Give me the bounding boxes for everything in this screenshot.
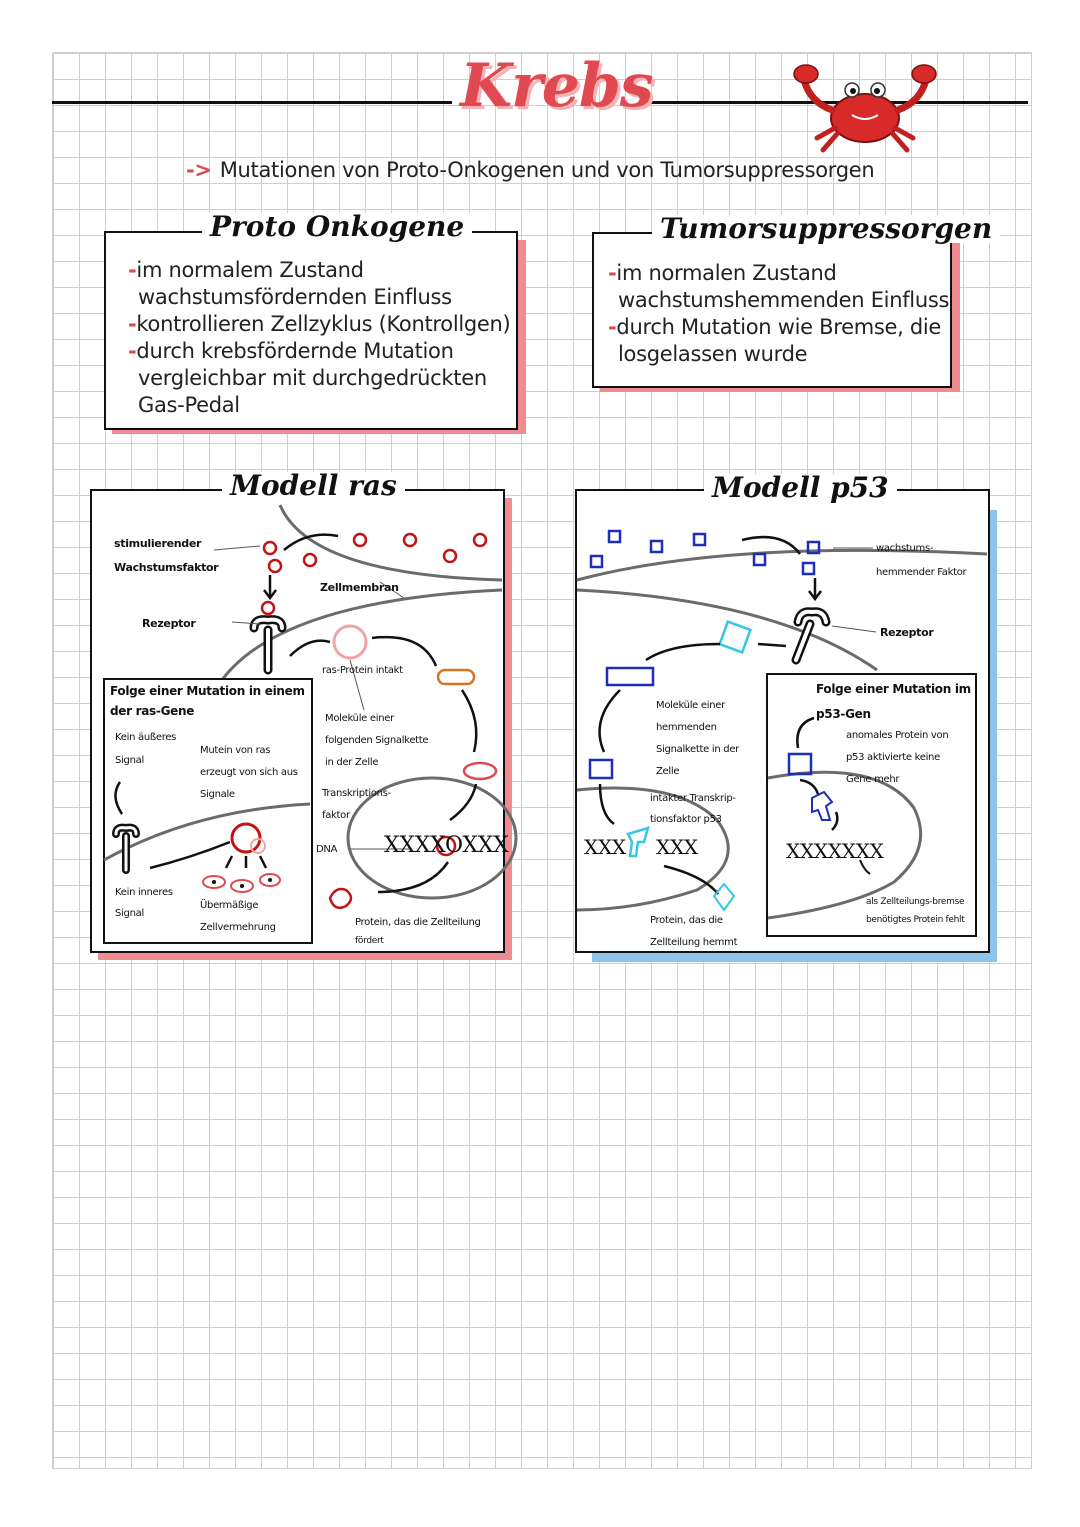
- p53-inset-title-1: Folge einer Mutation im: [816, 678, 971, 700]
- p53-inset-dna: XXXXXXX: [786, 838, 884, 864]
- p53-mutant-protein: [812, 792, 832, 820]
- p53-inset-abnormal-1: anomales Protein von: [846, 725, 948, 747]
- p53-inset-missing-2: benötigtes Protein fehlt: [866, 909, 964, 931]
- p53-inset-abnormal-3: Gene mehr: [846, 769, 899, 791]
- p53-inset-title-2: p53-Gen: [816, 703, 871, 725]
- p53-inset-abnormal-2: p53 aktivierte keine: [846, 747, 940, 769]
